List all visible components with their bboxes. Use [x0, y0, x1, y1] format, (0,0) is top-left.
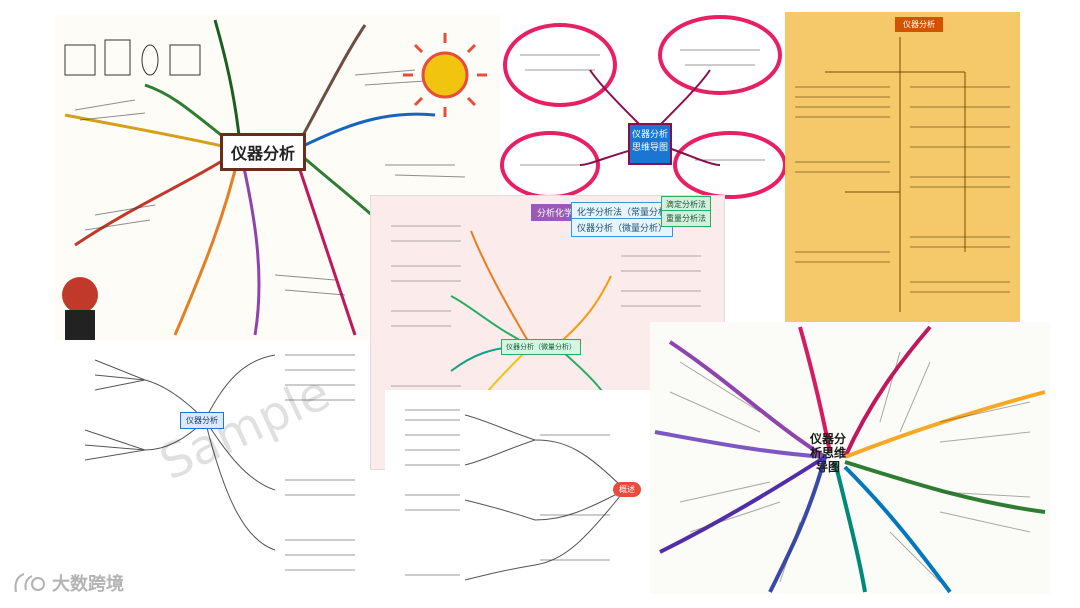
cloud-shapes: [500, 15, 785, 199]
yellow-outline-panel: 仪器分析: [785, 12, 1020, 322]
pink-center-line2: 思维导图: [631, 143, 668, 153]
leaf-gravimetric: 重量分析法: [661, 210, 711, 227]
tree-center-label: 仪器分 析思维 导图: [810, 432, 846, 474]
handdrawn-center-label: 仪器分析: [220, 133, 307, 171]
yellow-title: 仪器分析: [895, 17, 943, 32]
flow-mindmap-panel: 概述: [385, 390, 655, 590]
digital-center-node: 仪器分析（微量分析）: [501, 339, 581, 355]
sample-center-node: 仪器分析: [180, 412, 224, 429]
tree-branches: [654, 325, 1046, 594]
sample-mindmap-panel: 仪器分析 Sample: [55, 340, 375, 590]
branch-instrument: 仪器分析（微量分析）: [571, 218, 674, 237]
pink-center-label: 仪器分析 思维导图: [628, 123, 672, 165]
tree-center-line2: 析思维: [810, 446, 847, 460]
brand-logo-text: 大数跨境: [52, 574, 124, 595]
brand-logo: 大数跨境: [12, 570, 124, 596]
tree-center-line3: 导图: [816, 460, 841, 474]
pink-center-line1: 仪器分析: [631, 130, 668, 140]
handdrawn-red-mindmap-panel: 仪器分析: [55, 15, 500, 340]
tree-mindmap-panel: 仪器分 析思维 导图: [650, 322, 1050, 594]
flow-center-node: 概述: [613, 482, 641, 497]
root-node: 分析化学: [531, 204, 580, 221]
yellow-outline-lines: [795, 37, 1010, 312]
tree-center-line1: 仪器分: [810, 432, 847, 446]
brand-logo-icon: [14, 573, 45, 593]
flow-branches: [405, 409, 626, 581]
pink-clouds-mindmap-panel: 仪器分析 思维导图: [500, 15, 785, 200]
